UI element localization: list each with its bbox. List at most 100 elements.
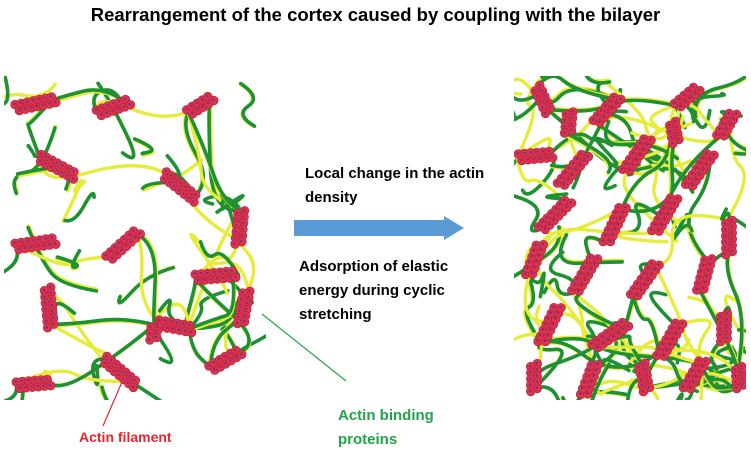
monomer-dot — [677, 327, 681, 330]
actin-binding-protein-yellow — [651, 213, 730, 267]
monomer-dot — [698, 276, 701, 279]
monomer-dot — [213, 368, 216, 371]
monomer-dot — [650, 262, 653, 265]
monomer-dot — [546, 334, 549, 337]
monomer-dot — [525, 266, 529, 270]
monomer-dot — [612, 95, 615, 98]
monomer-dot — [51, 310, 54, 313]
monomer-dot — [718, 339, 722, 342]
actin-filament — [652, 318, 688, 361]
monomer-dot — [39, 378, 42, 381]
monomer-dot — [608, 100, 611, 103]
monomer-dot — [662, 207, 665, 210]
actin-filament — [669, 82, 705, 112]
monomer-dot — [621, 328, 625, 331]
monomer-dot — [617, 205, 620, 209]
monomer-dot — [528, 261, 531, 264]
monomer-dot — [119, 366, 122, 370]
monomer-dot — [620, 167, 624, 170]
monomer-dot — [586, 154, 589, 158]
actin-filament — [160, 167, 201, 207]
actin-filament — [634, 358, 655, 397]
monomer-dot — [582, 159, 585, 162]
monomer-dot — [734, 112, 738, 115]
monomer-dot — [156, 323, 159, 326]
monomer-dot — [658, 348, 661, 351]
monomer-dot — [619, 97, 622, 101]
actin-binding-protein-yellow — [681, 98, 726, 141]
monomer-dot — [60, 171, 64, 174]
actin-binding-protein-green — [50, 88, 129, 105]
monomer-dot — [71, 177, 75, 180]
monomer-dot — [580, 284, 583, 287]
monomer-dot — [701, 365, 704, 368]
monomer-dot — [536, 225, 540, 228]
elastic-energy-caption: Adsorption of elastic energy during cycl… — [299, 258, 449, 323]
actin-binding-protein-green — [532, 341, 564, 391]
monomer-dot — [671, 338, 674, 341]
monomer-dot — [33, 378, 36, 381]
monomer-dot — [246, 301, 249, 305]
monomer-dot — [588, 386, 591, 389]
monomer-dot — [31, 238, 35, 242]
actin-binding-protein-green — [535, 76, 619, 102]
monomer-dot — [605, 331, 608, 334]
monomer-dot — [669, 207, 673, 211]
monomer-dot — [535, 150, 538, 153]
monomer-dot — [48, 383, 52, 387]
actin-binding-protein-yellow — [726, 111, 746, 221]
monomer-dot — [543, 111, 547, 114]
monomer-dot — [37, 238, 41, 241]
monomer-dot — [183, 329, 187, 332]
monomer-dot — [241, 221, 245, 224]
monomer-dot — [594, 368, 597, 372]
monomer-dot — [585, 261, 588, 265]
monomer-dot — [211, 270, 215, 274]
monomer-dot — [248, 289, 251, 292]
monomer-dot — [203, 278, 206, 281]
monomer-dot — [577, 289, 580, 292]
monomer-dot — [549, 311, 552, 314]
monomer-dot — [127, 233, 130, 236]
filament-layer — [514, 80, 746, 400]
monomer-dot — [541, 242, 544, 246]
monomer-dot — [691, 381, 695, 384]
actin-binding-protein-green — [687, 154, 712, 263]
monomer-dot — [111, 109, 114, 112]
monomer-dot — [567, 167, 571, 170]
monomer-dot — [653, 223, 656, 226]
actin-binding-protein-green — [675, 392, 684, 400]
monomer-dot — [533, 266, 536, 269]
monomer-dot — [209, 277, 212, 281]
cortex-after-network — [514, 76, 746, 400]
monomer-dot — [638, 142, 641, 145]
monomer-dot — [590, 380, 593, 383]
monomer-dot — [171, 327, 174, 330]
monomer-dot — [698, 370, 701, 373]
actin-binding-protein-green — [4, 244, 20, 274]
monomer-dot — [589, 363, 592, 366]
monomer-dot — [50, 236, 53, 239]
monomer-dot — [165, 326, 168, 329]
actin-binding-protein-yellow — [189, 232, 229, 296]
monomer-dot — [649, 138, 652, 141]
monomer-dot — [237, 309, 241, 312]
monomer-dot — [540, 89, 543, 92]
monomer-dot — [234, 230, 237, 233]
monomer-dot — [13, 241, 16, 244]
monomer-dot — [723, 227, 727, 231]
monomer-dot — [516, 152, 519, 155]
actin-filament — [514, 146, 558, 166]
actin-filament — [232, 286, 255, 329]
actin-binding-protein-green — [55, 249, 82, 270]
actin-filament — [530, 80, 555, 119]
monomer-dot — [735, 386, 738, 390]
monomer-dot — [43, 295, 46, 298]
monomer-dot — [725, 336, 728, 339]
monomer-dot — [697, 359, 700, 362]
monomer-dot — [23, 246, 26, 250]
monomer-dot — [535, 368, 538, 371]
monomer-dot — [587, 369, 590, 372]
actin-binding-protein-green — [562, 130, 613, 174]
monomer-dot — [126, 381, 130, 384]
